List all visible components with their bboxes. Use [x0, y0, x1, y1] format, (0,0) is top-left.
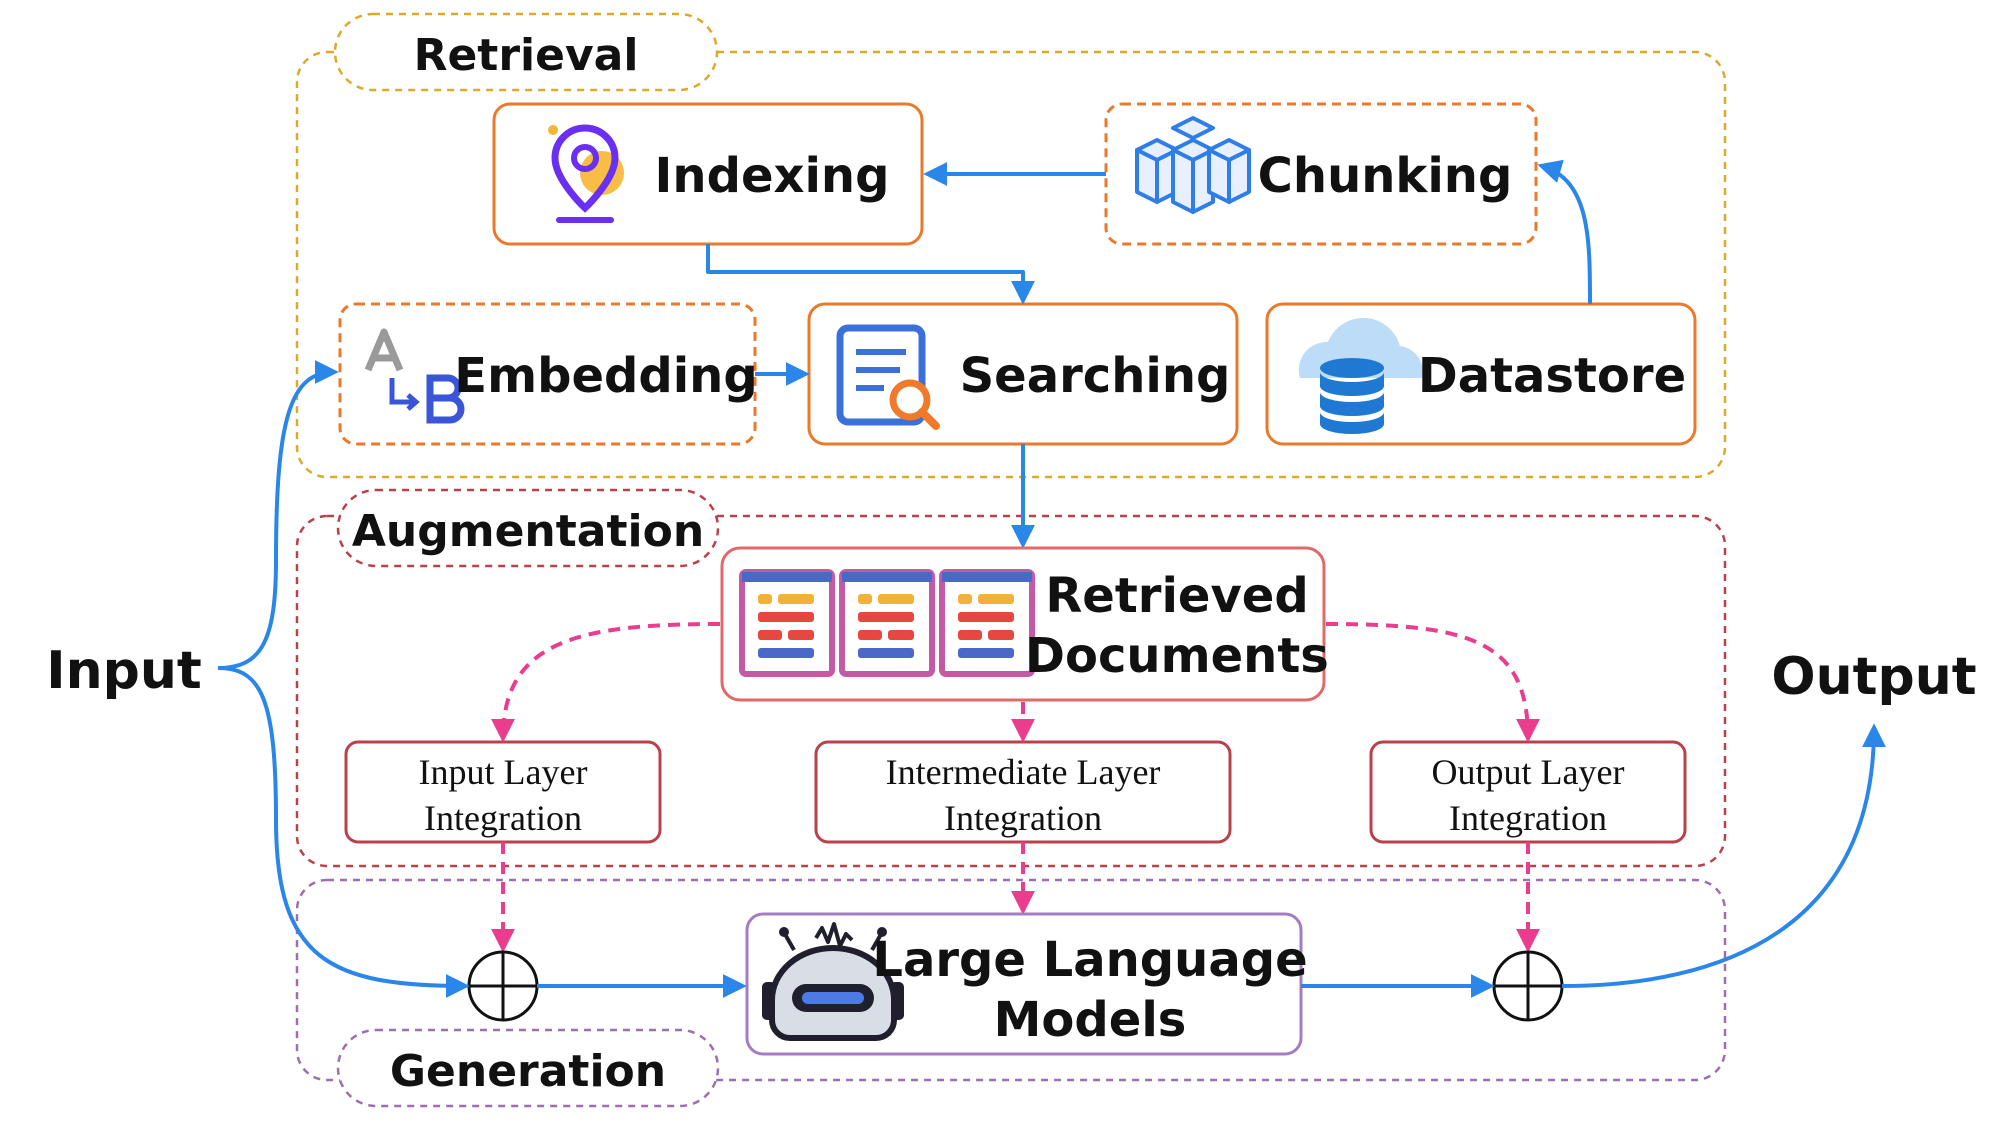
output-layer-integration-node: Output Layer Integration — [1369, 740, 1687, 844]
intermediate-layer-label-line1: Intermediate Layer — [886, 752, 1161, 792]
searching-label: Searching — [960, 348, 1231, 404]
generation-section — [295, 878, 1727, 1082]
indexing-label: Indexing — [655, 148, 890, 204]
input-layer-integration-node: Input Layer Integration — [344, 740, 662, 844]
retrieval-label: Retrieval — [414, 30, 639, 81]
augmentation-label-pill — [336, 488, 720, 568]
arrow-input-to-embedding — [217, 360, 339, 670]
arrow-documents-to-input-layer — [491, 622, 721, 743]
arrow-datastore-to-chunking — [1537, 159, 1592, 305]
intermediate-layer-integration-node: Intermediate Layer Integration — [814, 740, 1232, 844]
location-pin-icon — [548, 124, 624, 223]
retrieval-label-pill — [333, 12, 719, 92]
searching-node: Searching — [807, 302, 1239, 446]
retrieved-documents-node: Retrieved Documents — [720, 546, 1329, 702]
retrieved-documents-label-line2: Documents — [1025, 628, 1329, 684]
documents-icon — [739, 569, 1035, 677]
llm-node: Large Language Models — [745, 912, 1308, 1056]
circle-plus-icon-input — [467, 950, 539, 1022]
input-layer-label-line2: Integration — [424, 798, 582, 838]
embedding-label: Embedding — [454, 348, 757, 404]
circle-plus-icon-output — [1492, 950, 1564, 1022]
indexing-node: Indexing — [492, 102, 924, 246]
cubes-icon — [1135, 116, 1251, 214]
robot-icon — [762, 922, 904, 1041]
arrow-sum-to-output — [1561, 723, 1886, 988]
arrow-documents-to-output-layer — [1325, 622, 1540, 743]
output-layer-label-line2: Integration — [1449, 798, 1607, 838]
retrieved-documents-label-line1: Retrieved — [1045, 568, 1308, 624]
generation-label: Generation — [390, 1046, 666, 1097]
output-label: Output — [1771, 647, 1976, 707]
input-label: Input — [46, 641, 201, 701]
chunking-node: Chunking — [1104, 102, 1538, 246]
a-to-b-icon — [364, 328, 465, 424]
cloud-database-icon — [1298, 317, 1423, 434]
arrow-indexing-to-searching — [706, 244, 1035, 305]
datastore-label: Datastore — [1418, 348, 1686, 404]
document-search-icon — [836, 324, 940, 430]
llm-label-line1: Large Language — [872, 932, 1307, 988]
output-layer-label-line1: Output Layer — [1432, 752, 1625, 792]
arrow-input-to-sum — [217, 666, 470, 998]
input-layer-label-line1: Input Layer — [419, 752, 588, 792]
augmentation-label: Augmentation — [352, 506, 704, 557]
embedding-node: Embedding — [338, 302, 758, 446]
generation-label-pill — [336, 1028, 720, 1108]
datastore-node: Datastore — [1265, 302, 1697, 446]
chunking-label: Chunking — [1258, 148, 1513, 204]
retrieval-section — [295, 50, 1727, 479]
intermediate-layer-label-line2: Integration — [944, 798, 1102, 838]
llm-label-line2: Models — [994, 992, 1187, 1048]
augmentation-section — [295, 514, 1727, 868]
